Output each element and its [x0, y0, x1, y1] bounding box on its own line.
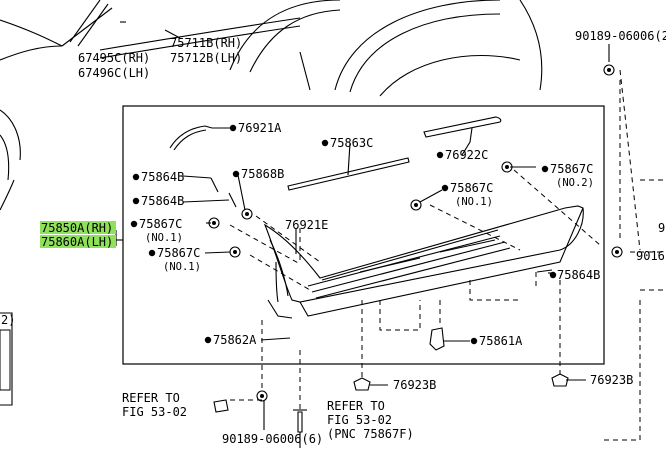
label-75861a: 75861A: [479, 334, 523, 348]
clip-75867c-no1-right: [410, 199, 422, 211]
label-no1-a: (NO.1): [455, 196, 493, 208]
label-refer1-line2: FIG 53-02: [122, 405, 187, 419]
clip-75867c-no1-lower: [229, 246, 241, 258]
label-no1-c: (NO.1): [163, 261, 201, 273]
screw-bottom: [293, 409, 307, 433]
label-no2: (NO.2): [556, 177, 594, 189]
guide-lines: [229, 69, 665, 441]
label-76923b-2: 76923B: [590, 373, 633, 387]
label-76923b-1: 76923B: [393, 378, 436, 392]
left-edge-frame: [0, 312, 13, 406]
bracket-75861a: [429, 327, 445, 351]
label-highlight-75860a: [40, 235, 116, 248]
clip-right-edge: [611, 246, 623, 258]
car-body-outline: [0, 0, 543, 211]
label-75868b: 75868B: [241, 167, 284, 181]
moulding-75863c: [287, 157, 410, 191]
clip-top-right: [603, 64, 615, 76]
label-edge-right-2: 9016: [636, 249, 665, 263]
moulding-76922c: [423, 116, 502, 138]
assembly-frame: [122, 105, 605, 365]
label-90189-top: 90189-06006(2): [575, 29, 666, 43]
moulding-76921a: [169, 125, 213, 151]
label-75864b-3: 75864B: [557, 268, 600, 282]
label-edge-right-1: 9: [658, 221, 665, 235]
label-75867c-no2: 75867C: [550, 162, 593, 176]
label-dots: [130, 124, 557, 345]
label-75862a: 75862A: [213, 333, 257, 347]
leader-lines: [115, 21, 610, 448]
label-67496c: 67496C(LH): [78, 66, 150, 80]
label-76921a: 76921A: [238, 121, 282, 135]
nut-76923b-left: [353, 377, 371, 391]
nut-76923b-right: [551, 373, 569, 387]
clip-75868b: [241, 208, 253, 220]
label-76922c: 76922C: [445, 148, 488, 162]
label-75711b: 75711B(RH): [170, 36, 242, 50]
label-76921e: 76921E: [285, 218, 328, 232]
label-no1-b: (NO.1): [145, 232, 183, 244]
label-refer1-line1: REFER TO: [122, 391, 180, 405]
label-refer2-line3: (PNC 75867F): [327, 427, 414, 441]
label-75864b-2: 75864B: [141, 194, 184, 208]
label-75867c-no1-c: 75867C: [157, 246, 200, 260]
label-75867c-no1-a: 75867C: [450, 181, 493, 195]
clip-75864b-upper: [210, 177, 553, 273]
label-75867c-no1-b: 75867C: [139, 217, 182, 231]
label-67495c: 67495C(RH): [78, 51, 150, 65]
label-75850a: 75850A(RH): [41, 221, 113, 235]
rocker-panel: [263, 205, 584, 319]
label-edge-left: 2): [1, 313, 15, 327]
label-highlight-75850a: [40, 221, 116, 234]
label-75864b-1: 75864B: [141, 170, 184, 184]
label-refer2-line1: REFER TO: [327, 399, 385, 413]
label-90189-bottom: 90189-06006(6): [222, 432, 323, 446]
label-75712b: 75712B(LH): [170, 51, 242, 65]
label-refer2-line2: FIG 53-02: [327, 413, 392, 427]
clip-90189-bottom: [213, 390, 268, 413]
label-75860a: 75860A(LH): [41, 235, 113, 249]
label-75863c: 75863C: [330, 136, 373, 150]
